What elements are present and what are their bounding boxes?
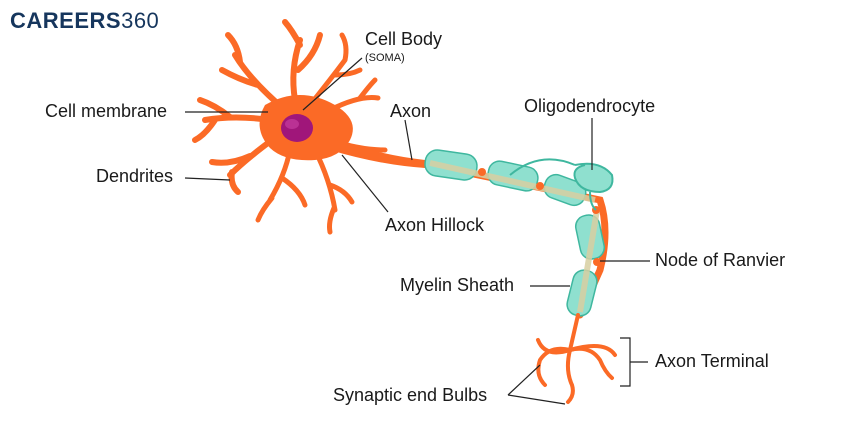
dendrites-graphic	[192, 19, 388, 235]
leader-lines	[184, 57, 650, 405]
label-synaptic-end-bulbs: Synaptic end Bulbs	[333, 385, 488, 405]
label-oligodendrocyte: Oligodendrocyte	[524, 96, 656, 116]
logo-word: CAREERS	[10, 8, 122, 33]
axon-core	[421, 160, 609, 319]
leader-synaptic-2	[507, 394, 566, 405]
myelin-sheath-graphic	[424, 149, 606, 317]
label-axon: Axon	[390, 101, 432, 121]
leader-dendrites	[184, 177, 231, 181]
label-cell-membrane: Cell membrane	[45, 101, 168, 121]
axon-core-inner	[429, 160, 596, 203]
axon-terminal-bracket	[620, 337, 648, 387]
label-node-of-ranvier: Node of Ranvier	[655, 250, 786, 270]
leader-axon-hillock	[341, 154, 389, 213]
oligodendrocyte-graphic	[509, 158, 614, 211]
leader-cell-body	[302, 57, 363, 111]
node-of-ranvier-dot	[536, 182, 544, 190]
careers360-logo: CAREERS360	[10, 8, 159, 34]
label-axon-terminal: Axon Terminal	[655, 351, 769, 371]
axon-terminal-graphic	[536, 313, 617, 404]
label-myelin-sheath: Myelin Sheath	[400, 275, 515, 295]
label-dendrites: Dendrites	[96, 166, 174, 186]
nucleus-highlight	[285, 119, 299, 129]
axon-hillock-shape	[330, 138, 425, 168]
node-of-ranvier-dot	[593, 258, 601, 266]
label-soma: (SOMA)	[365, 52, 405, 64]
leader-synaptic-1	[507, 364, 541, 396]
nucleus-shape	[281, 114, 313, 142]
logo-number: 360	[121, 8, 160, 33]
label-axon-hillock: Axon Hillock	[385, 215, 485, 235]
axon-core-inner	[577, 209, 600, 313]
leader-axon	[404, 119, 413, 161]
label-cell-body: Cell Body	[365, 29, 443, 49]
node-of-ranvier-dot	[478, 168, 486, 176]
